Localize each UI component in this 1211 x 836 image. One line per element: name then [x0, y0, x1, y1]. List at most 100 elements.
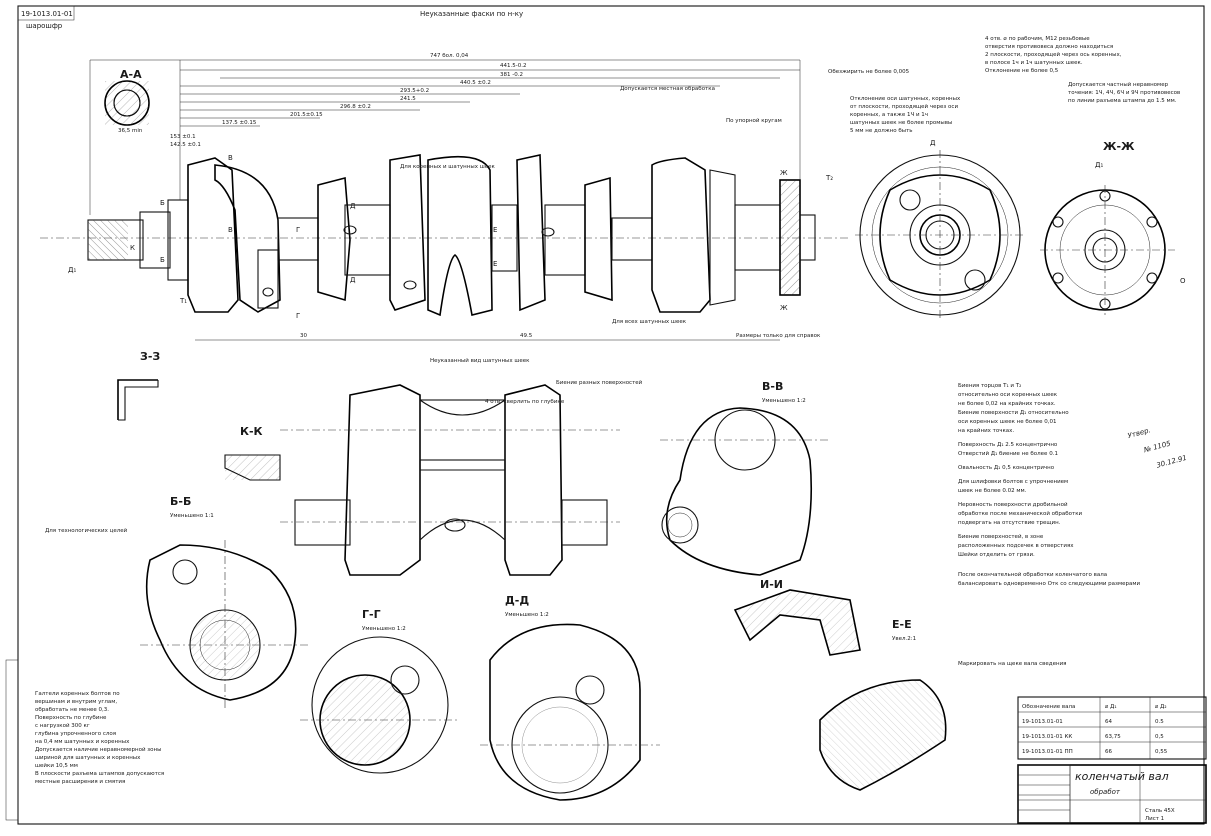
stamp-number: 19-1013.01-01 — [21, 10, 73, 18]
note-tr2-0: Допускается частный неравномер — [1068, 81, 1169, 88]
note-r-1: относительно оси коренных шеек — [958, 392, 1058, 398]
bottom-dimensions: 30 49.5 — [195, 333, 780, 341]
dim-d8: 137.5 ±0.15 — [222, 120, 257, 126]
section-kk-title: К-К — [240, 425, 263, 438]
cut-d-bottom: Д — [350, 276, 356, 284]
cut-g-bottom: Г — [296, 312, 300, 320]
dim-d5: 241.5 — [400, 96, 416, 102]
dim-d11: 30 — [300, 333, 307, 339]
note-lb-6: на 0,4 мм шатунных и коренных — [35, 739, 130, 745]
table-cell-2-0: 19-1013.01-01 ПП — [1022, 749, 1073, 755]
note-c-3: шатунных шеек не более промывы — [850, 120, 952, 126]
section-zhzh: Ж-Ж Д₁ О — [1040, 140, 1186, 315]
cut-zh-top: Ж — [780, 169, 788, 177]
sheet-frame — [17, 5, 1205, 825]
cut-d-top: Д — [350, 202, 356, 210]
table-cell-2-2: 0,55 — [1155, 749, 1168, 755]
note-tr-2: 2 плоскости, проходящей через ось коренн… — [985, 51, 1122, 58]
table-header-1: ⌀ Д₁ — [1105, 704, 1117, 710]
dim-d4: 293.5+0.2 — [400, 88, 429, 94]
dim-d2: 381 -0.2 — [500, 72, 523, 78]
cut-k: К — [130, 244, 135, 252]
table-cell-0-2: 0.5 — [1155, 719, 1164, 725]
callout-4: По упорной кругам — [726, 117, 782, 124]
notes-left-bottom: Галтели коренных болтов по вершинам и вн… — [35, 691, 164, 785]
title-block: коленчатый вал обработ Сталь 45Х Лист 1 — [1017, 764, 1207, 824]
note-r-6: Поверхность Д₁ 2.5 концентрично — [958, 442, 1058, 448]
section-bb-title: Б-Б — [170, 495, 191, 508]
note-lb-5: глубина упрочненного слоя — [35, 731, 116, 737]
label-d1-left: Д₁ — [68, 266, 76, 274]
table-cell-0-1: 64 — [1105, 719, 1112, 725]
note-r-11: Неровность поверхности дробильной — [958, 501, 1068, 508]
section-vv-scale: Уменьшено 1:2 — [762, 398, 806, 404]
note-tr2-1: точения: 1Ч, 4Ч, 6Ч и 9Ч противовесов — [1068, 90, 1180, 96]
end-view: Д — [855, 139, 1025, 320]
section-zz: З-З — [117, 350, 160, 421]
note-lb-7: Допускается наличие неравномерной зоны — [35, 746, 162, 753]
section-gg: Г-Г Уменьшено 1:2 — [300, 608, 460, 774]
title-sheet: Лист 1 — [1145, 816, 1164, 822]
cut-e-bottom: Е — [493, 260, 497, 268]
handwriting: Утвер. № 1105 30.12.91 — [1127, 426, 1188, 470]
note-r-0: Биения торцов Т₁ и Т₂ — [958, 383, 1021, 389]
section-zhzh-o: О — [1180, 277, 1186, 285]
table-cell-2-1: 66 — [1105, 749, 1112, 755]
section-ee-title: Е-Е — [892, 618, 912, 631]
note-r-12: обработке после механической обработки — [958, 510, 1083, 517]
note-r-14: Биение поверхностей, в зоне — [958, 533, 1044, 540]
callout-1: Допускается местная обработка — [620, 86, 715, 92]
cut-v-bottom: В — [228, 226, 233, 234]
note-c-1: от плоскости, проходящей через оси — [850, 103, 958, 110]
top-dimensions: 747 бол. 0,04 441.5-0.2 381 -0.2 440.5 ±… — [89, 53, 801, 215]
main-crankshaft-view — [40, 154, 850, 317]
crank-throw-view: 4 отв. сверлить по глубине — [280, 384, 620, 576]
title-main: коленчатый вал — [1075, 770, 1169, 783]
note-r-13: подвергать на отсутствие трещин. — [958, 520, 1061, 526]
stamp-subtitle: шарошфр — [26, 22, 63, 30]
section-aa-title: А-А — [120, 68, 142, 81]
label-t2: Т₂ — [825, 174, 833, 182]
top-note: Неуказанные фаски по н-ку — [420, 10, 523, 18]
callout-8: Биение разных поверхностей — [556, 379, 643, 386]
section-kk: К-К — [224, 425, 281, 481]
note-r-16: Шейки отделить от грязи. — [958, 551, 1035, 558]
table-cell-0-0: 19-1013.01-01 — [1022, 719, 1063, 725]
notes-right: Биения торцов Т₁ и Т₂ относительно оси к… — [958, 383, 1140, 667]
note-r-15: расположенных подсечек в отверстиях — [958, 543, 1074, 549]
section-zz-title: З-З — [140, 350, 160, 363]
dim-d1: 441.5-0.2 — [500, 63, 526, 69]
section-zhzh-d1: Д₁ — [1095, 161, 1103, 169]
section-ii-title: И-И — [760, 578, 783, 591]
cut-g-top: Г — [296, 226, 300, 234]
table-header-0: Обозначение вала — [1022, 704, 1075, 710]
note-lb-11: местные расширения и смятия — [35, 779, 125, 785]
section-dd: Д-Д Уменьшено 1:2 — [480, 594, 660, 801]
section-ii: И-И — [733, 578, 861, 656]
section-aa: А-А 36,5 min — [104, 68, 150, 134]
note-r-8: Овальность Д₁ 0,5 концентрично — [958, 465, 1055, 471]
note-lb-3: Поверхность по глубине — [35, 715, 107, 721]
section-bb-scale: Уменьшено 1:1 — [170, 513, 214, 519]
note-lb-2: обработать не менее 0,3. — [35, 707, 109, 713]
section-ee-scale: Увел.2:1 — [892, 636, 916, 642]
cut-b-top: Б — [160, 199, 165, 207]
note-lb-10: В плоскости разъема штампов допускаются — [35, 771, 164, 777]
cut-zh-bottom: Ж — [780, 304, 788, 312]
variants-table: Обозначение вала ⌀ Д₁ ⌀ Д₂ 19-1013.01-01… — [1017, 696, 1207, 760]
callout-10: Обезжирить не более 0,005 — [828, 69, 910, 75]
section-dd-title: Д-Д — [505, 594, 529, 607]
table-cell-1-1: 63,75 — [1105, 734, 1121, 740]
section-vv: В-В Уменьшено 1:2 — [660, 380, 830, 576]
note-r-5: на крайних точках. — [958, 427, 1014, 434]
handwriting-2: 30.12.91 — [1156, 454, 1188, 470]
dim-d7: 201.5±0.15 — [290, 112, 323, 118]
cut-b-bottom: Б — [160, 256, 165, 264]
section-vv-title: В-В — [762, 380, 783, 393]
callout-9: Размеры только для справок — [736, 333, 821, 339]
title-sub: обработ — [1090, 788, 1121, 796]
note-tr2-2: по линии разъема штампа до 1.5 мм. — [1068, 98, 1177, 104]
note-r-10: шеек не более 0.02 мм. — [958, 488, 1027, 494]
callout-7: Неуказанный вид шатунных шеек — [430, 357, 530, 364]
